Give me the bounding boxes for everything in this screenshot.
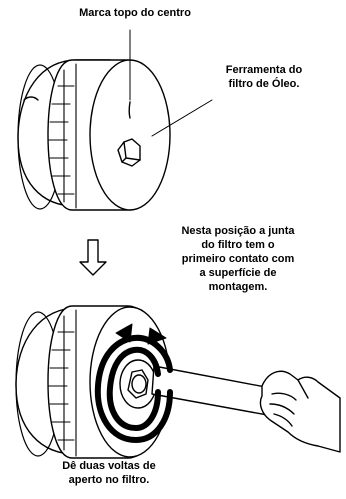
tool-label-line: filtro de Óleo. [228,78,300,90]
tool-label: Ferramenta do filtro de Óleo. [204,63,324,91]
top-mark-label: Marca topo do centro [36,6,234,20]
turns-label-line: Dê duas voltas de [62,460,156,472]
filter-wrench-icon [47,59,171,211]
down-arrow-icon [79,239,107,276]
turns-label-line: aperto no filtro. [68,474,150,486]
gasket-label-line: primeiro contato com [181,253,295,265]
gasket-label-line: montagem. [208,281,268,293]
rotation-arrow-icon [94,334,173,443]
tool-label-line: Ferramenta do [225,64,303,76]
top-mark-text: Marca topo do centro [79,7,191,19]
gasket-label: Nesta posição a junta do filtro tem o pr… [138,224,338,294]
gasket-label-line: a superfície de [199,267,277,279]
gasket-label-line: Nesta posição a junta [181,225,295,237]
gasket-label-line: do filtro tem o [201,239,275,251]
hand-icon [259,370,341,453]
turns-label: Dê duas voltas de aperto no filtro. [24,459,194,487]
